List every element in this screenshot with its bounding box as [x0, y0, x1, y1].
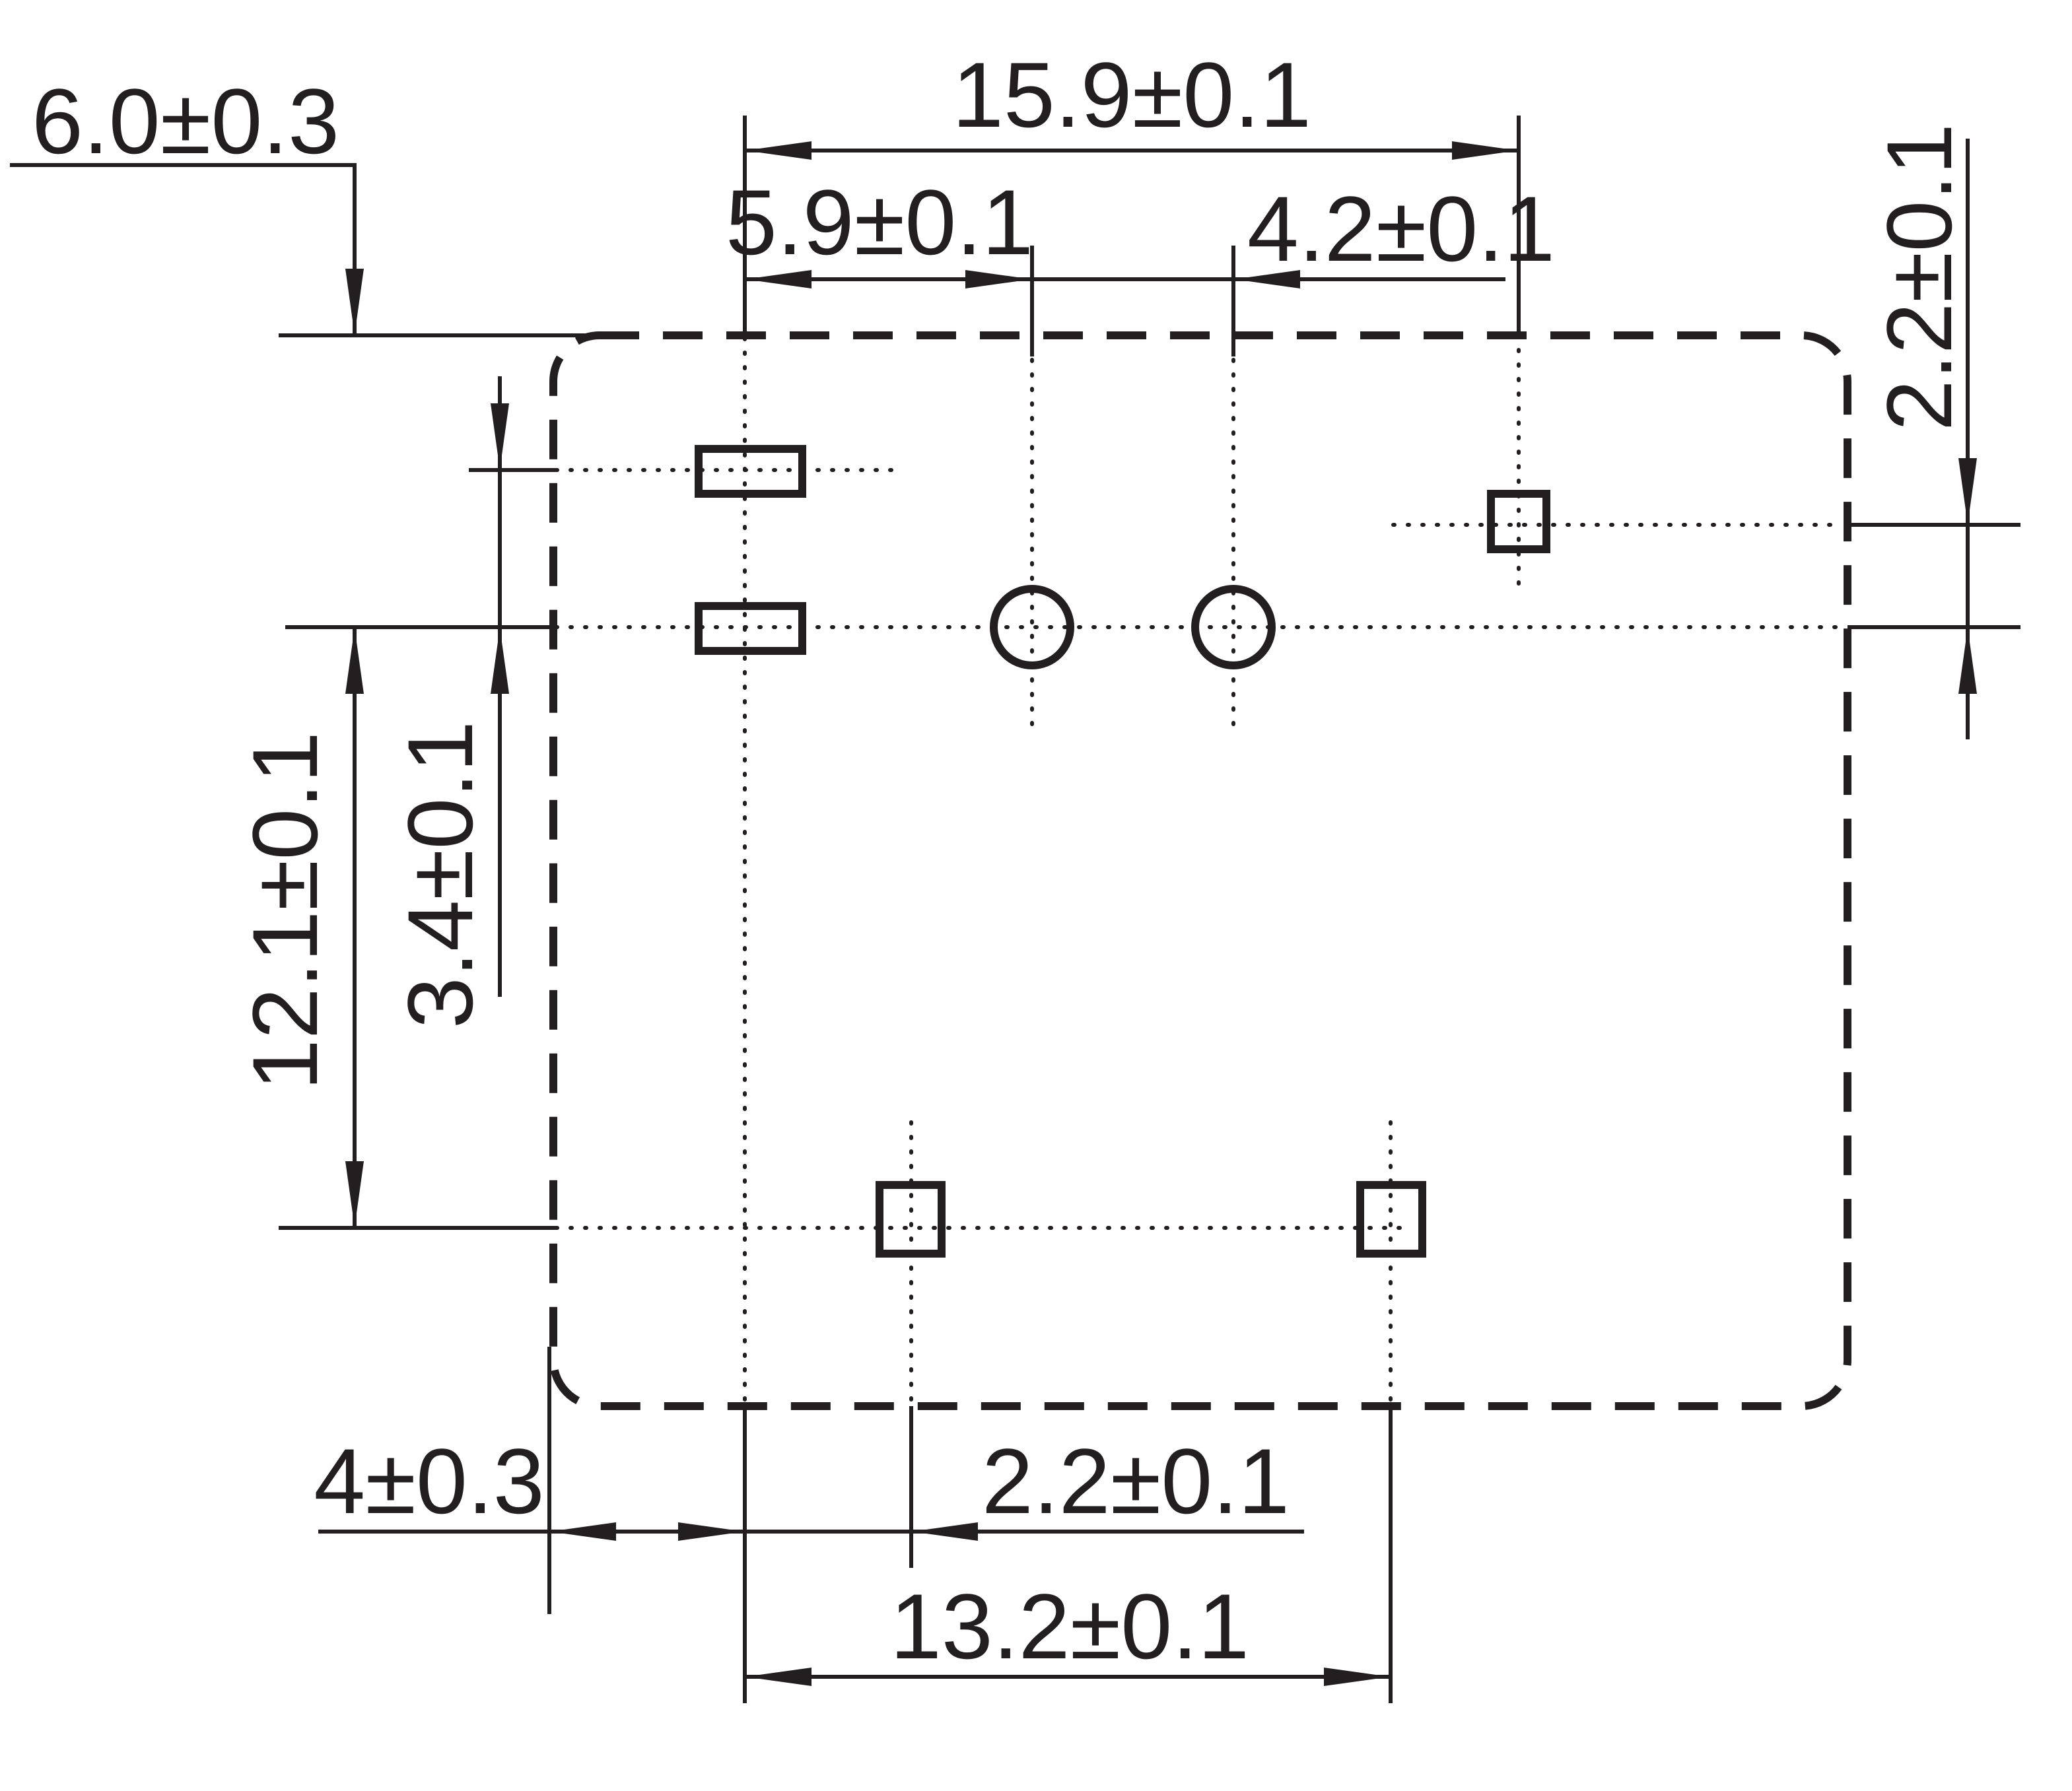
dim-label-5-9: 5.9±0.1: [726, 170, 1033, 274]
dim-label-12-1: 12.1±0.1: [233, 731, 337, 1091]
pad-square-bottom-right: [1356, 1181, 1426, 1258]
pad-square-bottom-left: [876, 1181, 946, 1258]
dim-label-2-2-bottom: 2.2±0.1: [982, 1429, 1290, 1533]
pad-round-2: [1191, 585, 1276, 669]
pads: [695, 445, 1550, 1258]
extension-lines: [279, 116, 2020, 1703]
pad-rect-top: [695, 445, 806, 498]
dim-label-6-0: 6.0±0.3: [32, 69, 339, 173]
component-outline: [549, 331, 1851, 1410]
pad-round-1: [990, 585, 1074, 669]
pad-rect-mid: [695, 602, 806, 655]
dim-label-4-0: 4±0.3: [314, 1429, 544, 1533]
dim-label-4-2: 4.2±0.1: [1247, 177, 1555, 281]
dim-label-15-9: 15.9±0.1: [952, 43, 1311, 147]
dim-label-2-2-right: 2.2±0.1: [1867, 123, 1971, 431]
dim-label-3-4: 3.4±0.1: [388, 721, 492, 1029]
pad-square-right: [1487, 490, 1550, 553]
centerlines: [554, 336, 1844, 1411]
dimension-lines: [10, 139, 1977, 1686]
dim-label-13-2: 13.2±0.1: [890, 1574, 1249, 1678]
